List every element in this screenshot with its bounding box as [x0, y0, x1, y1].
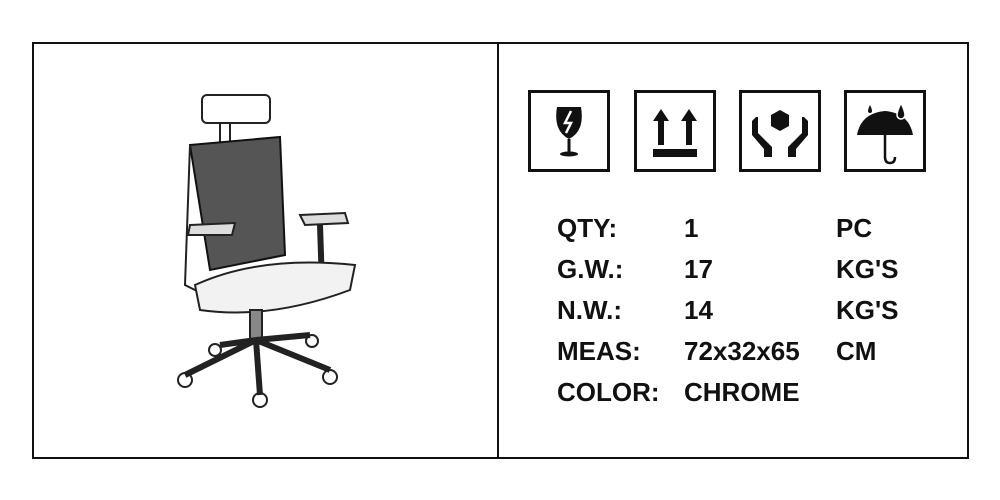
- spec-value: CHROME: [684, 377, 800, 407]
- spec-unit: KG'S: [836, 295, 899, 325]
- this-way-up-icon: [634, 90, 716, 172]
- spec-label: N.W.:: [557, 295, 622, 325]
- spec-label: COLOR:: [557, 377, 660, 407]
- spec-value: 1: [684, 213, 699, 243]
- keep-dry-icon: [844, 90, 926, 172]
- spec-label: QTY:: [557, 213, 618, 243]
- spec-value: 72x32x65: [684, 336, 800, 366]
- spec-value: 14: [684, 295, 713, 325]
- divider: [497, 42, 499, 457]
- spec-value: 17: [684, 254, 713, 284]
- label-frame: [32, 42, 969, 459]
- office-chair-image: [177, 94, 357, 408]
- fragile-icon: [528, 90, 610, 172]
- spec-unit: CM: [836, 336, 877, 366]
- spec-label: MEAS:: [557, 336, 641, 366]
- spec-unit: KG'S: [836, 254, 899, 284]
- spec-label: G.W.:: [557, 254, 624, 284]
- spec-unit: PC: [836, 213, 873, 243]
- handle-with-care-icon: [739, 90, 821, 172]
